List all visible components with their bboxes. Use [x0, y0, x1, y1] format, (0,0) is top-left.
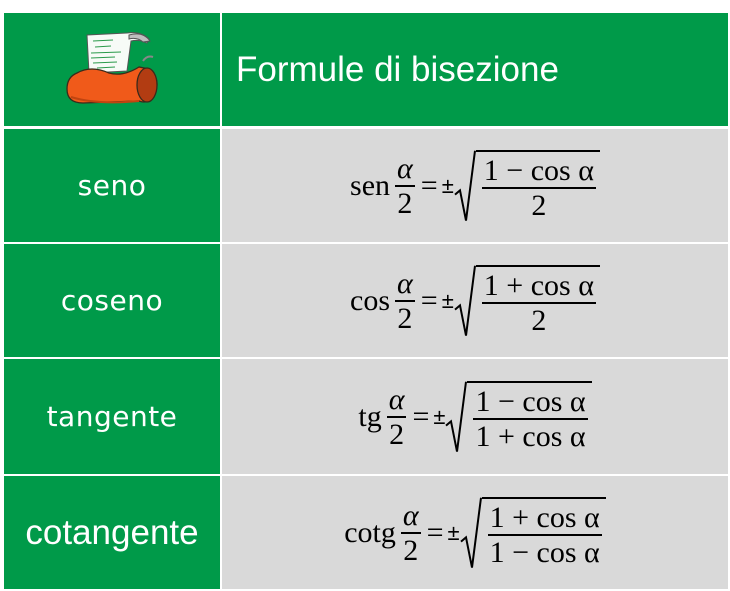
- equals-sign: =: [412, 399, 430, 433]
- fraction-bar: [395, 299, 415, 302]
- row-label-tangente: tangente: [4, 359, 220, 474]
- page-title: Formule di bisezione: [222, 13, 728, 126]
- plus-minus-sign: ±: [441, 287, 454, 313]
- square-root: 1 + cos α 1 − cos α: [460, 496, 606, 569]
- denominator: 1 − cos α: [489, 535, 600, 569]
- row-label-cotangente: cotangente: [4, 476, 220, 589]
- formula-cell-tangente: tg α 2 = ± 1 − cos α 1 + cos α: [222, 359, 728, 474]
- numerator: α: [397, 151, 413, 185]
- formula-cell-coseno: cos α 2 = ± 1 + cos α 2: [222, 244, 728, 357]
- fraction-bar: [487, 533, 602, 536]
- formula-seno: sen α 2 = ± 1 − cos α 2: [350, 149, 600, 222]
- square-root: 1 − cos α 2: [454, 149, 600, 222]
- plus-minus-sign: ±: [447, 519, 460, 545]
- fraction-bar: [395, 184, 415, 187]
- denominator: 2: [389, 417, 405, 451]
- function-name: tg: [358, 399, 382, 433]
- square-root: 1 + cos α 2: [454, 264, 600, 337]
- function-name: cotg: [344, 515, 396, 549]
- equals-sign: =: [420, 283, 438, 317]
- numerator: 1 − cos α: [475, 384, 586, 418]
- formula-cell-seno: sen α 2 = ± 1 − cos α 2: [222, 129, 728, 242]
- denominator: 2: [397, 301, 413, 335]
- denominator: 2: [531, 188, 547, 222]
- denominator: 2: [403, 533, 419, 567]
- fraction-bar: [386, 415, 407, 418]
- denominator: 1 + cos α: [475, 419, 586, 453]
- denominator: 2: [397, 186, 413, 220]
- fraction-bar: [481, 186, 596, 189]
- row-label-coseno: coseno: [4, 244, 220, 357]
- plus-minus-sign: ±: [433, 403, 446, 429]
- radicand-fraction: 1 − cos α 1 + cos α: [473, 384, 588, 453]
- radical-icon: [454, 265, 476, 337]
- half-angle-fraction: α 2: [395, 267, 415, 335]
- radicand-fraction: 1 − cos α 2: [481, 153, 596, 222]
- numerator: 1 − cos α: [483, 153, 594, 187]
- half-angle-fraction: α 2: [386, 382, 407, 451]
- radicand-fraction: 1 + cos α 2: [481, 268, 596, 337]
- formula-cell-cotangente: cotg α 2 = ± 1 + cos α 1 − cos α: [222, 476, 728, 589]
- fraction-bar: [473, 417, 588, 420]
- formula-coseno: cos α 2 = ± 1 + cos α 2: [350, 264, 600, 337]
- numerator: α: [402, 498, 419, 532]
- square-root: 1 − cos α 1 + cos α: [445, 380, 592, 453]
- half-angle-fraction: α 2: [395, 152, 415, 220]
- function-name: cos: [350, 283, 391, 317]
- radical-icon: [445, 381, 467, 453]
- fraction-bar: [481, 301, 596, 304]
- radical-icon: [460, 497, 482, 569]
- header-icon-cell: [4, 13, 220, 126]
- bisection-formulas-table: Formule di bisezione seno sen α 2 = ± 1 …: [4, 13, 728, 589]
- plus-minus-sign: ±: [441, 172, 454, 198]
- radical-icon: [454, 150, 476, 222]
- numerator: 1 + cos α: [483, 268, 594, 302]
- fraction-bar: [400, 531, 421, 534]
- function-name: sen: [350, 168, 391, 202]
- equals-sign: =: [426, 515, 444, 549]
- radicand-fraction: 1 + cos α 1 − cos α: [487, 500, 602, 569]
- numerator: 1 + cos α: [489, 500, 600, 534]
- half-angle-fraction: α 2: [400, 498, 421, 567]
- equals-sign: =: [420, 168, 438, 202]
- scroll-printer-icon: [57, 27, 167, 112]
- formula-tangente: tg α 2 = ± 1 − cos α 1 + cos α: [358, 380, 592, 453]
- formula-cotangente: cotg α 2 = ± 1 + cos α 1 − cos α: [344, 496, 606, 569]
- denominator: 2: [531, 303, 547, 337]
- numerator: α: [397, 266, 413, 300]
- row-label-seno: seno: [4, 129, 220, 242]
- numerator: α: [388, 382, 405, 416]
